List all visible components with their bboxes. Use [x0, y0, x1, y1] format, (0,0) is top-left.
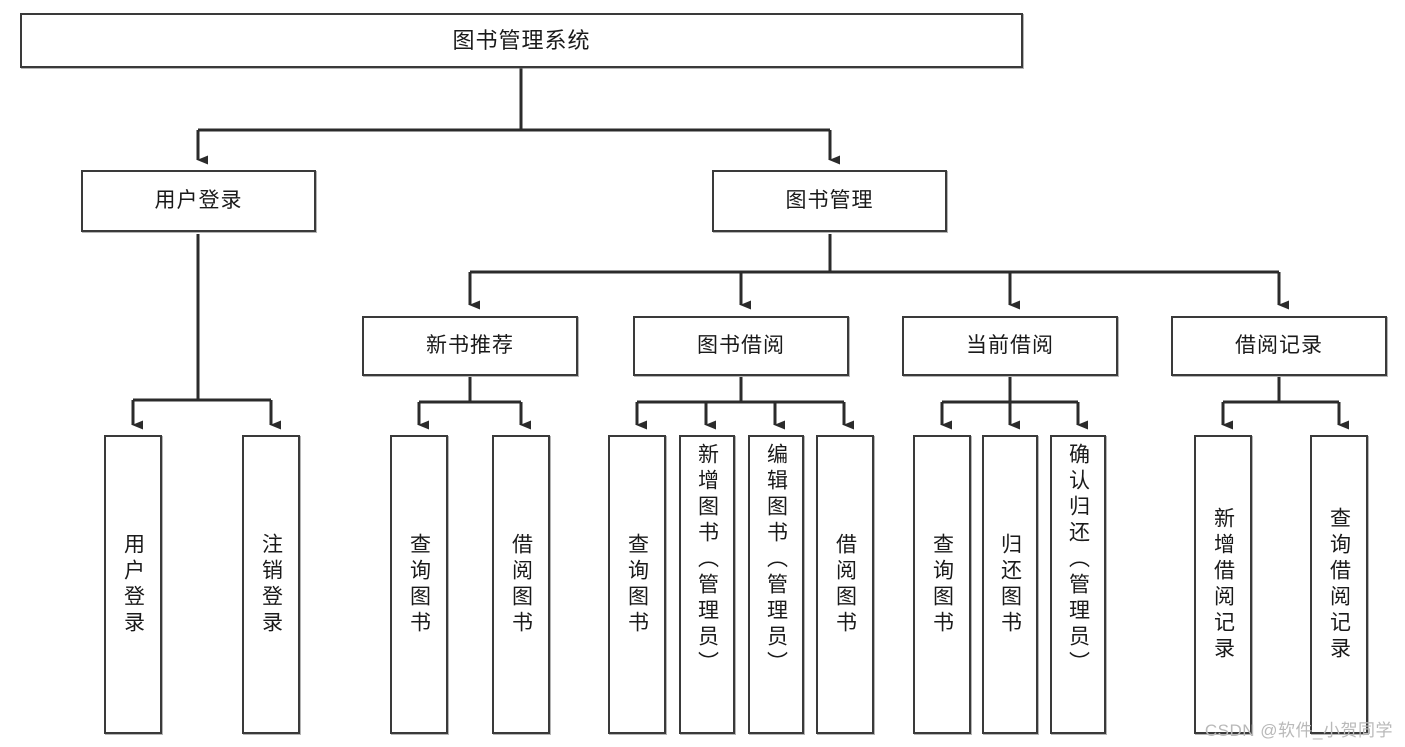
leaf-confirm-return-label: 确认归还（管理员） — [1066, 443, 1090, 677]
leaf-borrow-book-a-label: 借阅图书 — [509, 532, 533, 637]
leaf-add-record[interactable]: 新增借阅记录 — [1194, 435, 1252, 734]
node-book-manage[interactable]: 图书管理 — [712, 170, 947, 232]
leaf-edit-book-label: 编辑图书（管理员） — [764, 443, 788, 677]
node-root-label: 图书管理系统 — [452, 27, 591, 53]
node-current-borrow-label: 当前借阅 — [966, 333, 1054, 357]
node-book-borrow-label: 图书借阅 — [697, 333, 785, 357]
leaf-return-book-label: 归还图书 — [998, 532, 1022, 637]
node-root[interactable]: 图书管理系统 — [20, 13, 1023, 68]
leaf-add-record-label: 新增借阅记录 — [1211, 506, 1235, 663]
node-new-book-recommend-label: 新书推荐 — [426, 333, 514, 357]
leaf-query-book-c-label: 查询图书 — [930, 532, 954, 637]
node-borrow-record[interactable]: 借阅记录 — [1171, 316, 1387, 376]
node-borrow-record-label: 借阅记录 — [1235, 333, 1323, 357]
leaf-add-book[interactable]: 新增图书（管理员） — [679, 435, 735, 734]
leaf-query-record[interactable]: 查询借阅记录 — [1310, 435, 1368, 734]
leaf-query-book-a[interactable]: 查询图书 — [390, 435, 448, 734]
leaf-logout-label: 注销登录 — [259, 532, 283, 637]
node-user-login-label: 用户登录 — [154, 188, 243, 212]
node-user-login[interactable]: 用户登录 — [81, 170, 316, 232]
node-book-manage-label: 图书管理 — [785, 188, 874, 212]
leaf-confirm-return[interactable]: 确认归还（管理员） — [1050, 435, 1106, 734]
csdn-watermark: CSDN @软件_小贺同学 — [1204, 721, 1393, 740]
leaf-edit-book[interactable]: 编辑图书（管理员） — [748, 435, 804, 734]
leaf-query-book-b-label: 查询图书 — [625, 532, 649, 637]
leaf-query-book-a-label: 查询图书 — [407, 532, 431, 637]
leaf-return-book[interactable]: 归还图书 — [982, 435, 1038, 734]
leaf-query-book-c[interactable]: 查询图书 — [913, 435, 971, 734]
leaf-add-book-label: 新增图书（管理员） — [695, 443, 719, 677]
leaf-logout[interactable]: 注销登录 — [242, 435, 300, 734]
leaf-borrow-book-a[interactable]: 借阅图书 — [492, 435, 550, 734]
leaf-query-book-b[interactable]: 查询图书 — [608, 435, 666, 734]
leaf-borrow-book-b[interactable]: 借阅图书 — [816, 435, 874, 734]
leaf-user-login-label: 用户登录 — [121, 532, 145, 637]
leaf-query-record-label: 查询借阅记录 — [1327, 506, 1351, 663]
node-new-book-recommend[interactable]: 新书推荐 — [362, 316, 578, 376]
leaf-user-login[interactable]: 用户登录 — [104, 435, 162, 734]
leaf-borrow-book-b-label: 借阅图书 — [833, 532, 857, 637]
node-current-borrow[interactable]: 当前借阅 — [902, 316, 1118, 376]
node-book-borrow[interactable]: 图书借阅 — [633, 316, 849, 376]
